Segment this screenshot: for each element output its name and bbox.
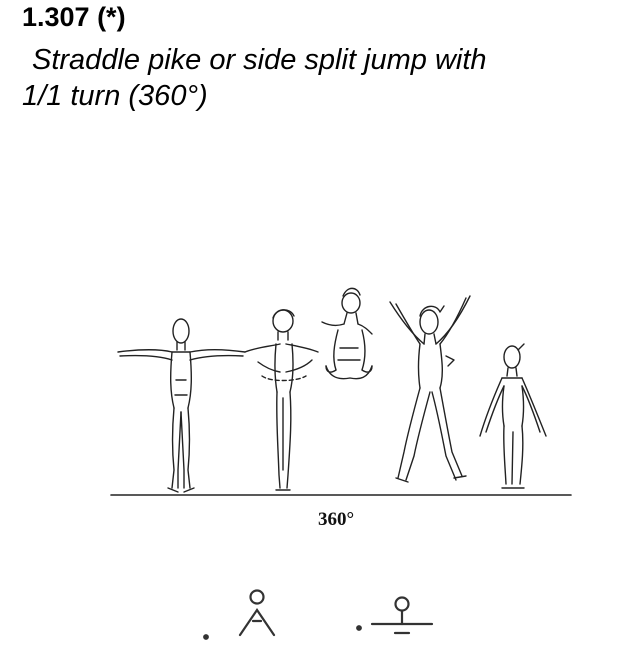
element-code: 1.307 (*) (22, 2, 126, 32)
description-line-2: 1/1 turn (360°) (22, 80, 208, 112)
side-split-symbol-icon (356, 596, 434, 635)
element-description: Straddle pike or side split jump with 1/… (22, 42, 602, 114)
straddle-jump-figure-icon (321, 287, 373, 380)
straddle-pike-symbol-icon (203, 589, 276, 640)
landing-figure-icon (479, 343, 547, 489)
rotation-label: 360° (318, 509, 355, 530)
jumping-figure-icon (244, 309, 319, 491)
standing-figure-icon (117, 318, 246, 493)
description-line-1: Straddle pike or side split jump with (32, 44, 487, 76)
split-jump-figure-icon (389, 295, 471, 483)
